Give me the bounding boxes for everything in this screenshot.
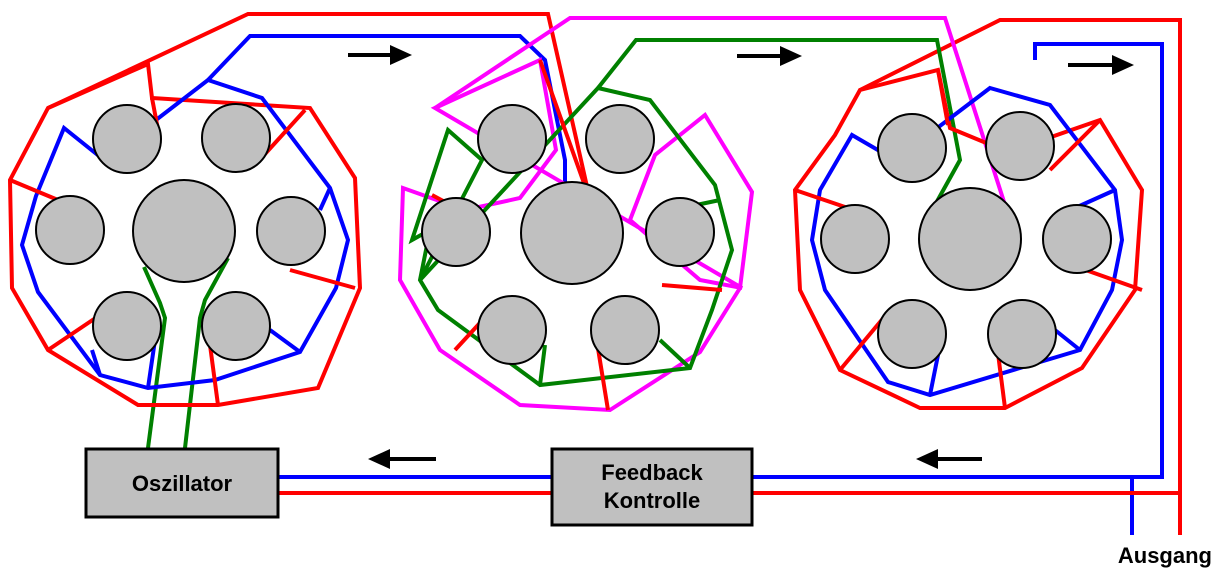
- red-wire-right-to-output: [859, 18, 1182, 535]
- middle-stator: [397, 57, 755, 413]
- blue-output-wire: [752, 42, 1164, 479]
- arrow-left-1: [368, 449, 436, 469]
- right-stator: [792, 67, 1145, 410]
- arrow-right-2: [737, 46, 802, 66]
- left-stator: [7, 61, 363, 407]
- green-top-wire: [596, 38, 963, 206]
- feedback-label-line1: Feedback: [601, 460, 703, 485]
- output-label: Ausgang: [1118, 543, 1212, 568]
- oscillator-label: Oszillator: [132, 471, 233, 496]
- arrow-left-2: [916, 449, 982, 469]
- red-outer-wire: [47, 12, 592, 201]
- blue-top-wire: [206, 34, 567, 190]
- green-osc-lead-1: [142, 266, 168, 449]
- arrow-right-1: [348, 45, 412, 65]
- magenta-top-wire: [433, 16, 1007, 206]
- arrow-right-3: [1068, 55, 1134, 75]
- oscillator-block: Oszillator: [84, 447, 280, 519]
- feedback-control-block: Feedback Kontrolle: [550, 447, 754, 527]
- feedback-label-line2: Kontrolle: [604, 488, 701, 513]
